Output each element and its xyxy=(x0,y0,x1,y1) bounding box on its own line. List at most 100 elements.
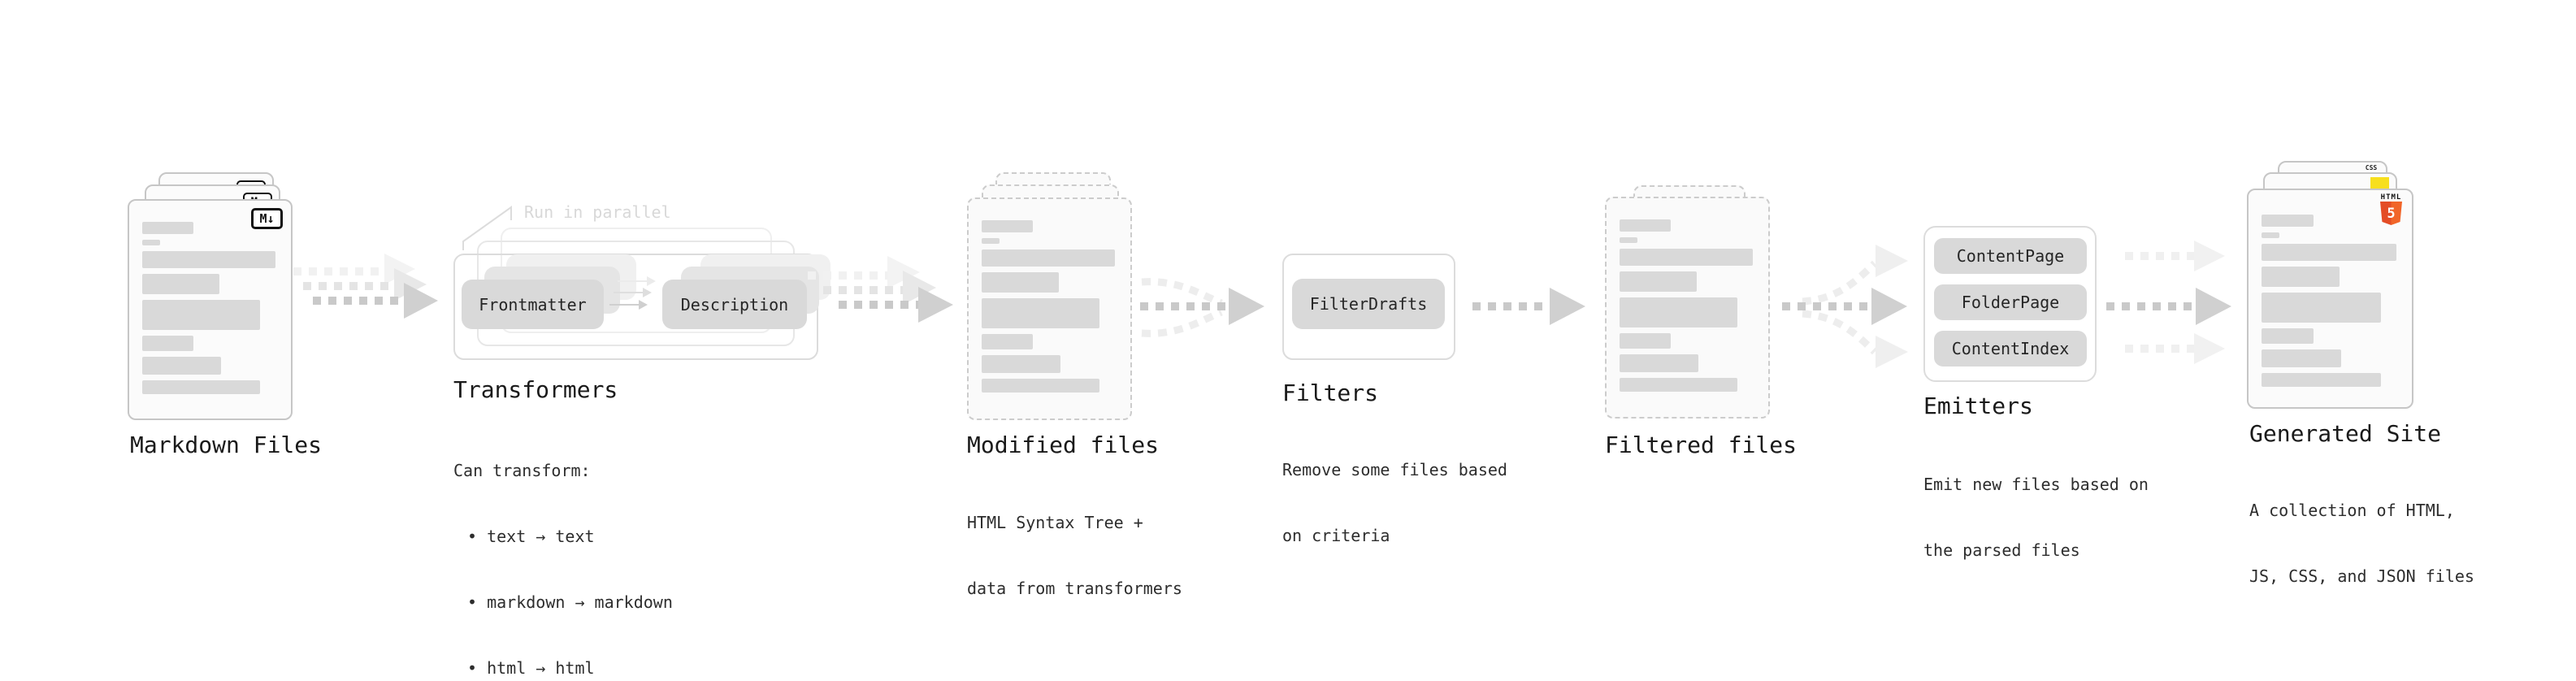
css-icon-text: CSS xyxy=(2365,164,2378,171)
note-line: Remove some files based xyxy=(1282,460,1507,479)
doc-content-bars xyxy=(969,199,1130,419)
doc-bar xyxy=(1620,333,1672,349)
doc-bar xyxy=(1620,378,1738,392)
transformer-chip-frontmatter: Frontmatter xyxy=(462,280,604,329)
arrow-dash xyxy=(1782,302,1870,310)
chip-arrow-line-ghost xyxy=(618,280,647,282)
stage-label-emitters: Emitters xyxy=(1923,393,2033,419)
arrow-dash xyxy=(1472,302,1550,310)
doc-bar xyxy=(2262,349,2342,367)
emitter-chip-folderpage: FolderPage xyxy=(1934,284,2087,320)
arrow-dash xyxy=(2106,302,2194,310)
doc-bar xyxy=(2262,267,2340,287)
doc-bar xyxy=(982,272,1060,293)
arrow-dash xyxy=(1140,302,1225,310)
doc-bar xyxy=(142,274,220,294)
arrow-dash-ghost xyxy=(808,271,889,280)
arrow-dash-ghost xyxy=(293,267,384,275)
chip-arrow-head-ghost xyxy=(647,276,656,286)
note-line: A collection of HTML, xyxy=(2249,501,2455,520)
modified-file-card-front xyxy=(967,197,1132,420)
arrow-dash-ghost xyxy=(2125,252,2194,260)
doc-bar xyxy=(982,220,1034,232)
stage-label-filters: Filters xyxy=(1282,380,1379,406)
arrow-head xyxy=(918,287,953,323)
doc-bar xyxy=(142,222,194,234)
doc-bar xyxy=(142,357,221,375)
doc-bar xyxy=(2262,215,2314,227)
stage-label-generated-site: Generated Site xyxy=(2249,420,2442,447)
arrow-dash-ghost xyxy=(823,286,904,294)
transformers-note: Can transform: • text → text • markdown … xyxy=(453,416,673,681)
filters-note: Remove some files based on criteria xyxy=(1282,415,1507,591)
transformer-chip-description: Description xyxy=(662,280,807,329)
note-line: JS, CSS, and JSON files xyxy=(2249,566,2474,586)
doc-bar xyxy=(982,249,1115,267)
doc-bar xyxy=(2262,244,2396,261)
doc-bar xyxy=(982,355,1060,373)
arrow-head xyxy=(1871,288,1907,325)
generated-file-card-html: HTML 5 xyxy=(2247,189,2413,409)
doc-bar xyxy=(982,379,1100,393)
note-line: Can transform: xyxy=(453,461,591,480)
doc-content-bars xyxy=(1607,198,1768,417)
doc-bar xyxy=(142,380,261,394)
doc-bar xyxy=(982,298,1100,328)
emitter-chip-contentindex: ContentIndex xyxy=(1934,331,2087,367)
html5-icon-shield: 5 xyxy=(2380,202,2402,225)
doc-bar xyxy=(2262,373,2382,387)
html5-icon: HTML 5 xyxy=(2380,193,2402,225)
doc-bar xyxy=(2262,328,2314,344)
arrow-dash xyxy=(313,297,404,305)
arrow-head xyxy=(2196,288,2231,325)
emitter-chip-contentpage: ContentPage xyxy=(1934,238,2087,274)
fanout-curve-top xyxy=(1802,260,1878,306)
arrow-head xyxy=(1550,288,1585,325)
arrow-head-ghost xyxy=(2194,333,2225,364)
stage-label-markdown-files: Markdown Files xyxy=(130,432,323,458)
filters-container xyxy=(1282,254,1455,360)
emitters-container xyxy=(1923,226,2097,382)
note-bullet: • html → html xyxy=(467,658,595,678)
merge-curve-top xyxy=(1141,278,1223,307)
chip-arrow-line xyxy=(609,304,639,306)
doc-bar xyxy=(1620,271,1698,292)
note-line: on criteria xyxy=(1282,526,1390,545)
doc-bar xyxy=(2262,232,2279,238)
note-line: Emit new files based on xyxy=(1923,475,2149,494)
doc-bar xyxy=(1620,249,1753,266)
doc-content-bars xyxy=(2249,190,2412,407)
arrow-dash xyxy=(839,301,920,309)
generated-note: A collection of HTML, JS, CSS, and JSON … xyxy=(2249,456,2474,631)
stage-label-modified-files: Modified files xyxy=(967,432,1160,458)
html5-icon-number: 5 xyxy=(2387,205,2396,222)
note-bullet: • markdown → markdown xyxy=(467,592,673,612)
doc-bar xyxy=(142,336,194,351)
markdown-icon: M↓ xyxy=(251,208,283,229)
chip-arrow-head-ghost xyxy=(643,288,652,297)
stage-label-filtered-files: Filtered files xyxy=(1605,432,1798,458)
note-line: HTML Syntax Tree + xyxy=(967,513,1143,532)
doc-bar xyxy=(1620,354,1698,372)
filter-chip-filterdrafts: FilterDrafts xyxy=(1292,279,1445,329)
note-bullet: • text → text xyxy=(467,527,595,546)
emitters-note: Emit new files based on the parsed files xyxy=(1923,430,2149,605)
note-line: data from transformers xyxy=(967,579,1182,598)
chip-arrow-head xyxy=(639,300,648,310)
doc-bar xyxy=(1620,237,1637,243)
filtered-file-card-front xyxy=(1605,197,1770,419)
doc-bar xyxy=(982,238,1000,244)
note-line: the parsed files xyxy=(1923,540,2080,560)
doc-bar xyxy=(2262,293,2382,323)
arrow-head xyxy=(404,283,438,319)
fanout-curve-bottom xyxy=(1802,310,1878,355)
arrow-head-ghost xyxy=(1876,336,1908,368)
doc-bar xyxy=(142,300,261,330)
arrow-head xyxy=(1229,288,1264,325)
stage-label-transformers: Transformers xyxy=(453,376,618,403)
doc-bar xyxy=(1620,219,1672,232)
arrow-head-ghost xyxy=(1876,245,1908,277)
html5-icon-word: HTML xyxy=(2380,193,2402,202)
arrow-dash-ghost xyxy=(2125,345,2194,353)
